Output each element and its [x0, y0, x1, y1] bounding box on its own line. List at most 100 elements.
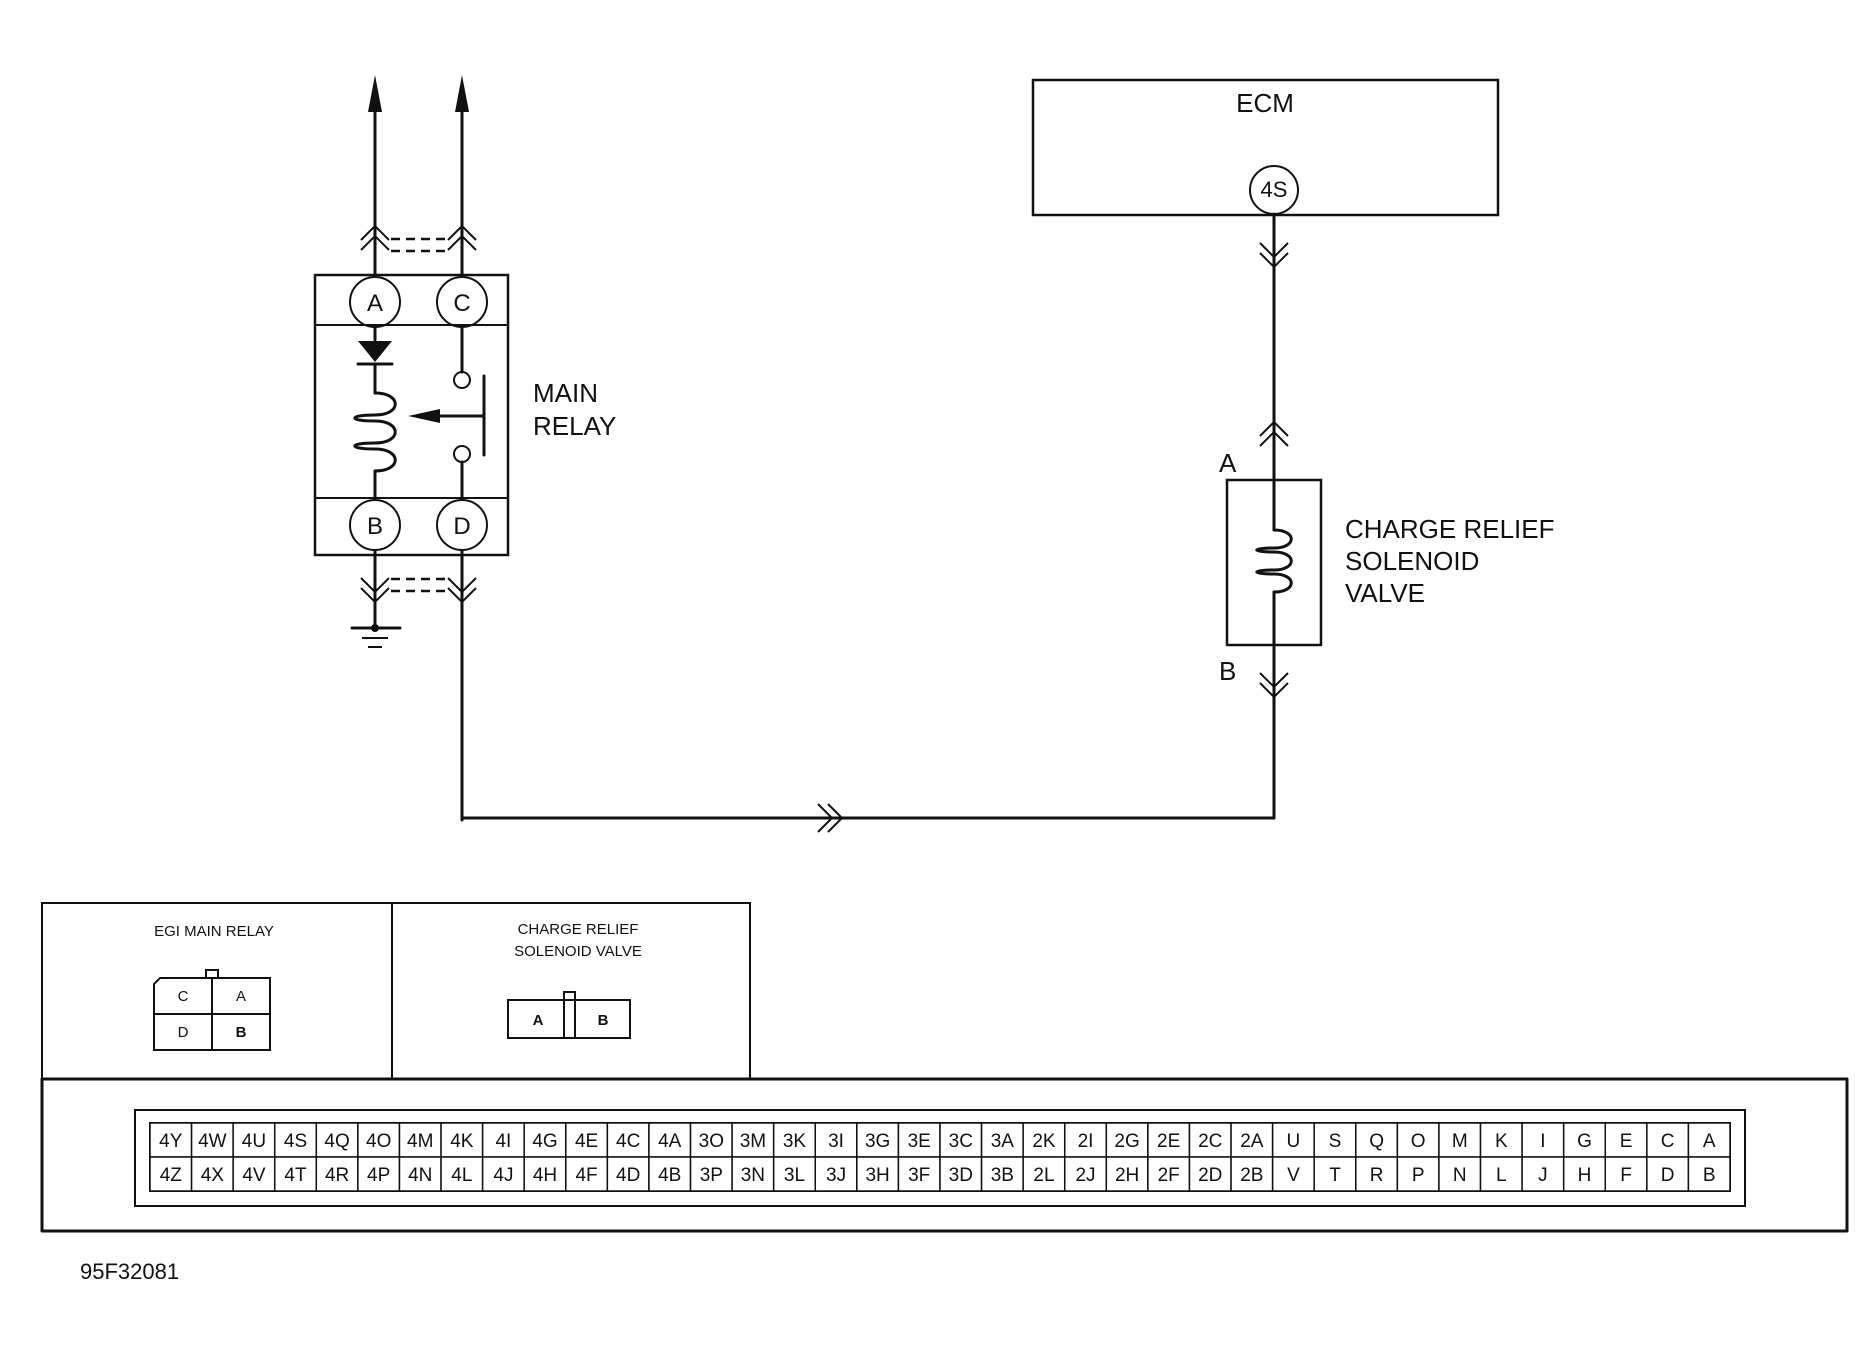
ecm-pin-cell: [772, 1156, 817, 1192]
ecm-pin-label: 3O: [699, 1131, 724, 1152]
figure-id: 95F32081: [80, 1259, 179, 1284]
ecm-pin-label: 3N: [741, 1165, 765, 1186]
ecm-pin-label: 4M: [407, 1131, 433, 1152]
ecm-pin-label: 3B: [991, 1165, 1014, 1186]
ecm-pin-cell: [232, 1156, 276, 1192]
ecm-pin-label: 4Q: [324, 1131, 349, 1152]
ecm-pin-cell: [897, 1156, 941, 1192]
ecm-pin-label: 2J: [1075, 1165, 1095, 1186]
ecm-pin-label: H: [1578, 1165, 1592, 1186]
ecm-pin-label: 2F: [1158, 1165, 1180, 1186]
ecm-pin-label: 3H: [865, 1165, 889, 1186]
relay-terminal-b: B: [367, 513, 383, 540]
main-relay: A C B D: [313, 75, 616, 822]
ecm-title: ECM: [1236, 88, 1294, 118]
ecm-pin-cell: [273, 1156, 318, 1192]
ecm-pin-label: 4F: [575, 1165, 597, 1186]
ecm-pin-label: 2D: [1198, 1165, 1222, 1186]
ecm-pin-cell: [232, 1122, 276, 1158]
ecm-pin-cell: [1188, 1122, 1232, 1158]
ecm-pin-label: 4V: [242, 1165, 266, 1186]
ground-icon: [350, 624, 402, 648]
relay-terminal-a: A: [367, 290, 383, 317]
ecm-pin-label: 3L: [784, 1165, 805, 1186]
ecm-pin-label: 4J: [493, 1165, 513, 1186]
valve-connector-title-line2: SOLENOID VALVE: [514, 943, 642, 960]
ecm-pin-label: 3A: [991, 1131, 1015, 1152]
main-relay-label-line1: MAIN: [533, 378, 598, 408]
ecm-pin-label: 4O: [366, 1131, 391, 1152]
ecm-pin-cell: [1521, 1156, 1565, 1192]
ecm-pin-label: F: [1620, 1165, 1632, 1186]
ecm-pin-cell: [1604, 1156, 1648, 1192]
ecm-pin-cell: [190, 1156, 234, 1192]
ecm-pin-label: 2E: [1157, 1131, 1180, 1152]
ecm-pin-cell: [856, 1122, 900, 1158]
arrow-left-icon: [408, 409, 440, 423]
egi-pin-b: B: [236, 1024, 247, 1041]
ecm-pin-label: 4D: [616, 1165, 640, 1186]
ecm-pin-label: 4Z: [160, 1165, 183, 1186]
ecm-pin-cell: [648, 1156, 692, 1192]
ecm-pin-label: 4K: [450, 1131, 474, 1152]
ecm-pin-4s: 4S: [1261, 177, 1288, 202]
ecm-pin-label: 3C: [949, 1131, 973, 1152]
ecm-pin-label: K: [1495, 1131, 1508, 1152]
ecm-pin-label: 4T: [284, 1165, 307, 1186]
ecm-pin-cell: [357, 1156, 401, 1192]
ecm-pin-cell: [315, 1156, 359, 1192]
egi-pin-c: C: [178, 988, 189, 1005]
solenoid-coil-icon: [1255, 528, 1293, 594]
ecm-pin-cell: [398, 1156, 442, 1192]
ecm-pin-cell: [1022, 1156, 1066, 1192]
ecm-pin-label: L: [1496, 1165, 1507, 1186]
main-relay-label-line2: RELAY: [533, 411, 616, 441]
ecm-pin-label: C: [1661, 1131, 1675, 1152]
ecm-pin-label: 4X: [201, 1165, 225, 1186]
ecm-pin-label: 2B: [1240, 1165, 1263, 1186]
valve-pin-b: B: [598, 1012, 609, 1029]
ecm-pin-label: V: [1287, 1165, 1300, 1186]
ecm-pin-label: 2K: [1032, 1131, 1056, 1152]
arrow-up-icon: [368, 75, 382, 112]
valve-pin-a: A: [533, 1012, 544, 1029]
ecm-pin-cell: [1230, 1156, 1274, 1192]
ecm-pin-label: E: [1620, 1131, 1633, 1152]
ecm-pin-label: P: [1412, 1165, 1425, 1186]
relay-terminal-c: C: [453, 290, 470, 317]
ecm-block: ECM 4S: [1031, 78, 1500, 217]
ecm-pin-label: N: [1453, 1165, 1467, 1186]
ecm-pin-label: 4C: [616, 1131, 640, 1152]
coil-icon: [353, 391, 397, 473]
ecm-pin-cell: [523, 1156, 567, 1192]
ecm-pin-label: 4N: [408, 1165, 432, 1186]
ecm-pin-label: A: [1703, 1131, 1716, 1152]
relay-terminal-d: D: [453, 513, 470, 540]
ecm-pin-label: M: [1452, 1131, 1468, 1152]
ecm-pin-cell: [1147, 1156, 1191, 1192]
ecm-pin-label: 4W: [198, 1131, 227, 1152]
ecm-pin-label: 3J: [826, 1165, 846, 1186]
ecm-pin-cell: [1396, 1156, 1440, 1192]
ecm-pin-label: 2G: [1114, 1131, 1139, 1152]
ecm-pin-label: I: [1540, 1131, 1545, 1152]
ecm-pin-cell: [1396, 1122, 1440, 1158]
ecm-pin-cell: [1022, 1122, 1066, 1158]
valve-connector-title-line1: CHARGE RELIEF: [518, 921, 639, 938]
egi-pin-a: A: [236, 988, 246, 1005]
ecm-pin-label: 2L: [1033, 1165, 1054, 1186]
ecm-pin-cell: [1313, 1156, 1357, 1192]
ecm-pin-label: 3D: [949, 1165, 973, 1186]
ecm-pin-cell: [689, 1156, 733, 1192]
ecm-pin-cell: [1271, 1122, 1315, 1158]
ecm-pin-cell: [1562, 1122, 1607, 1158]
connector-panel: EGI MAIN RELAY C A D B CHARGE RELIEF SOL…: [41, 902, 751, 1080]
ecm-pin-label: 3K: [783, 1131, 807, 1152]
ecm-pin-label: 3G: [865, 1131, 890, 1152]
ecm-pin-label: 4G: [532, 1131, 557, 1152]
ecm-pin-cell: [1479, 1122, 1523, 1158]
ecm-pin-cell: [481, 1122, 525, 1158]
ecm-pin-label: T: [1329, 1165, 1341, 1186]
